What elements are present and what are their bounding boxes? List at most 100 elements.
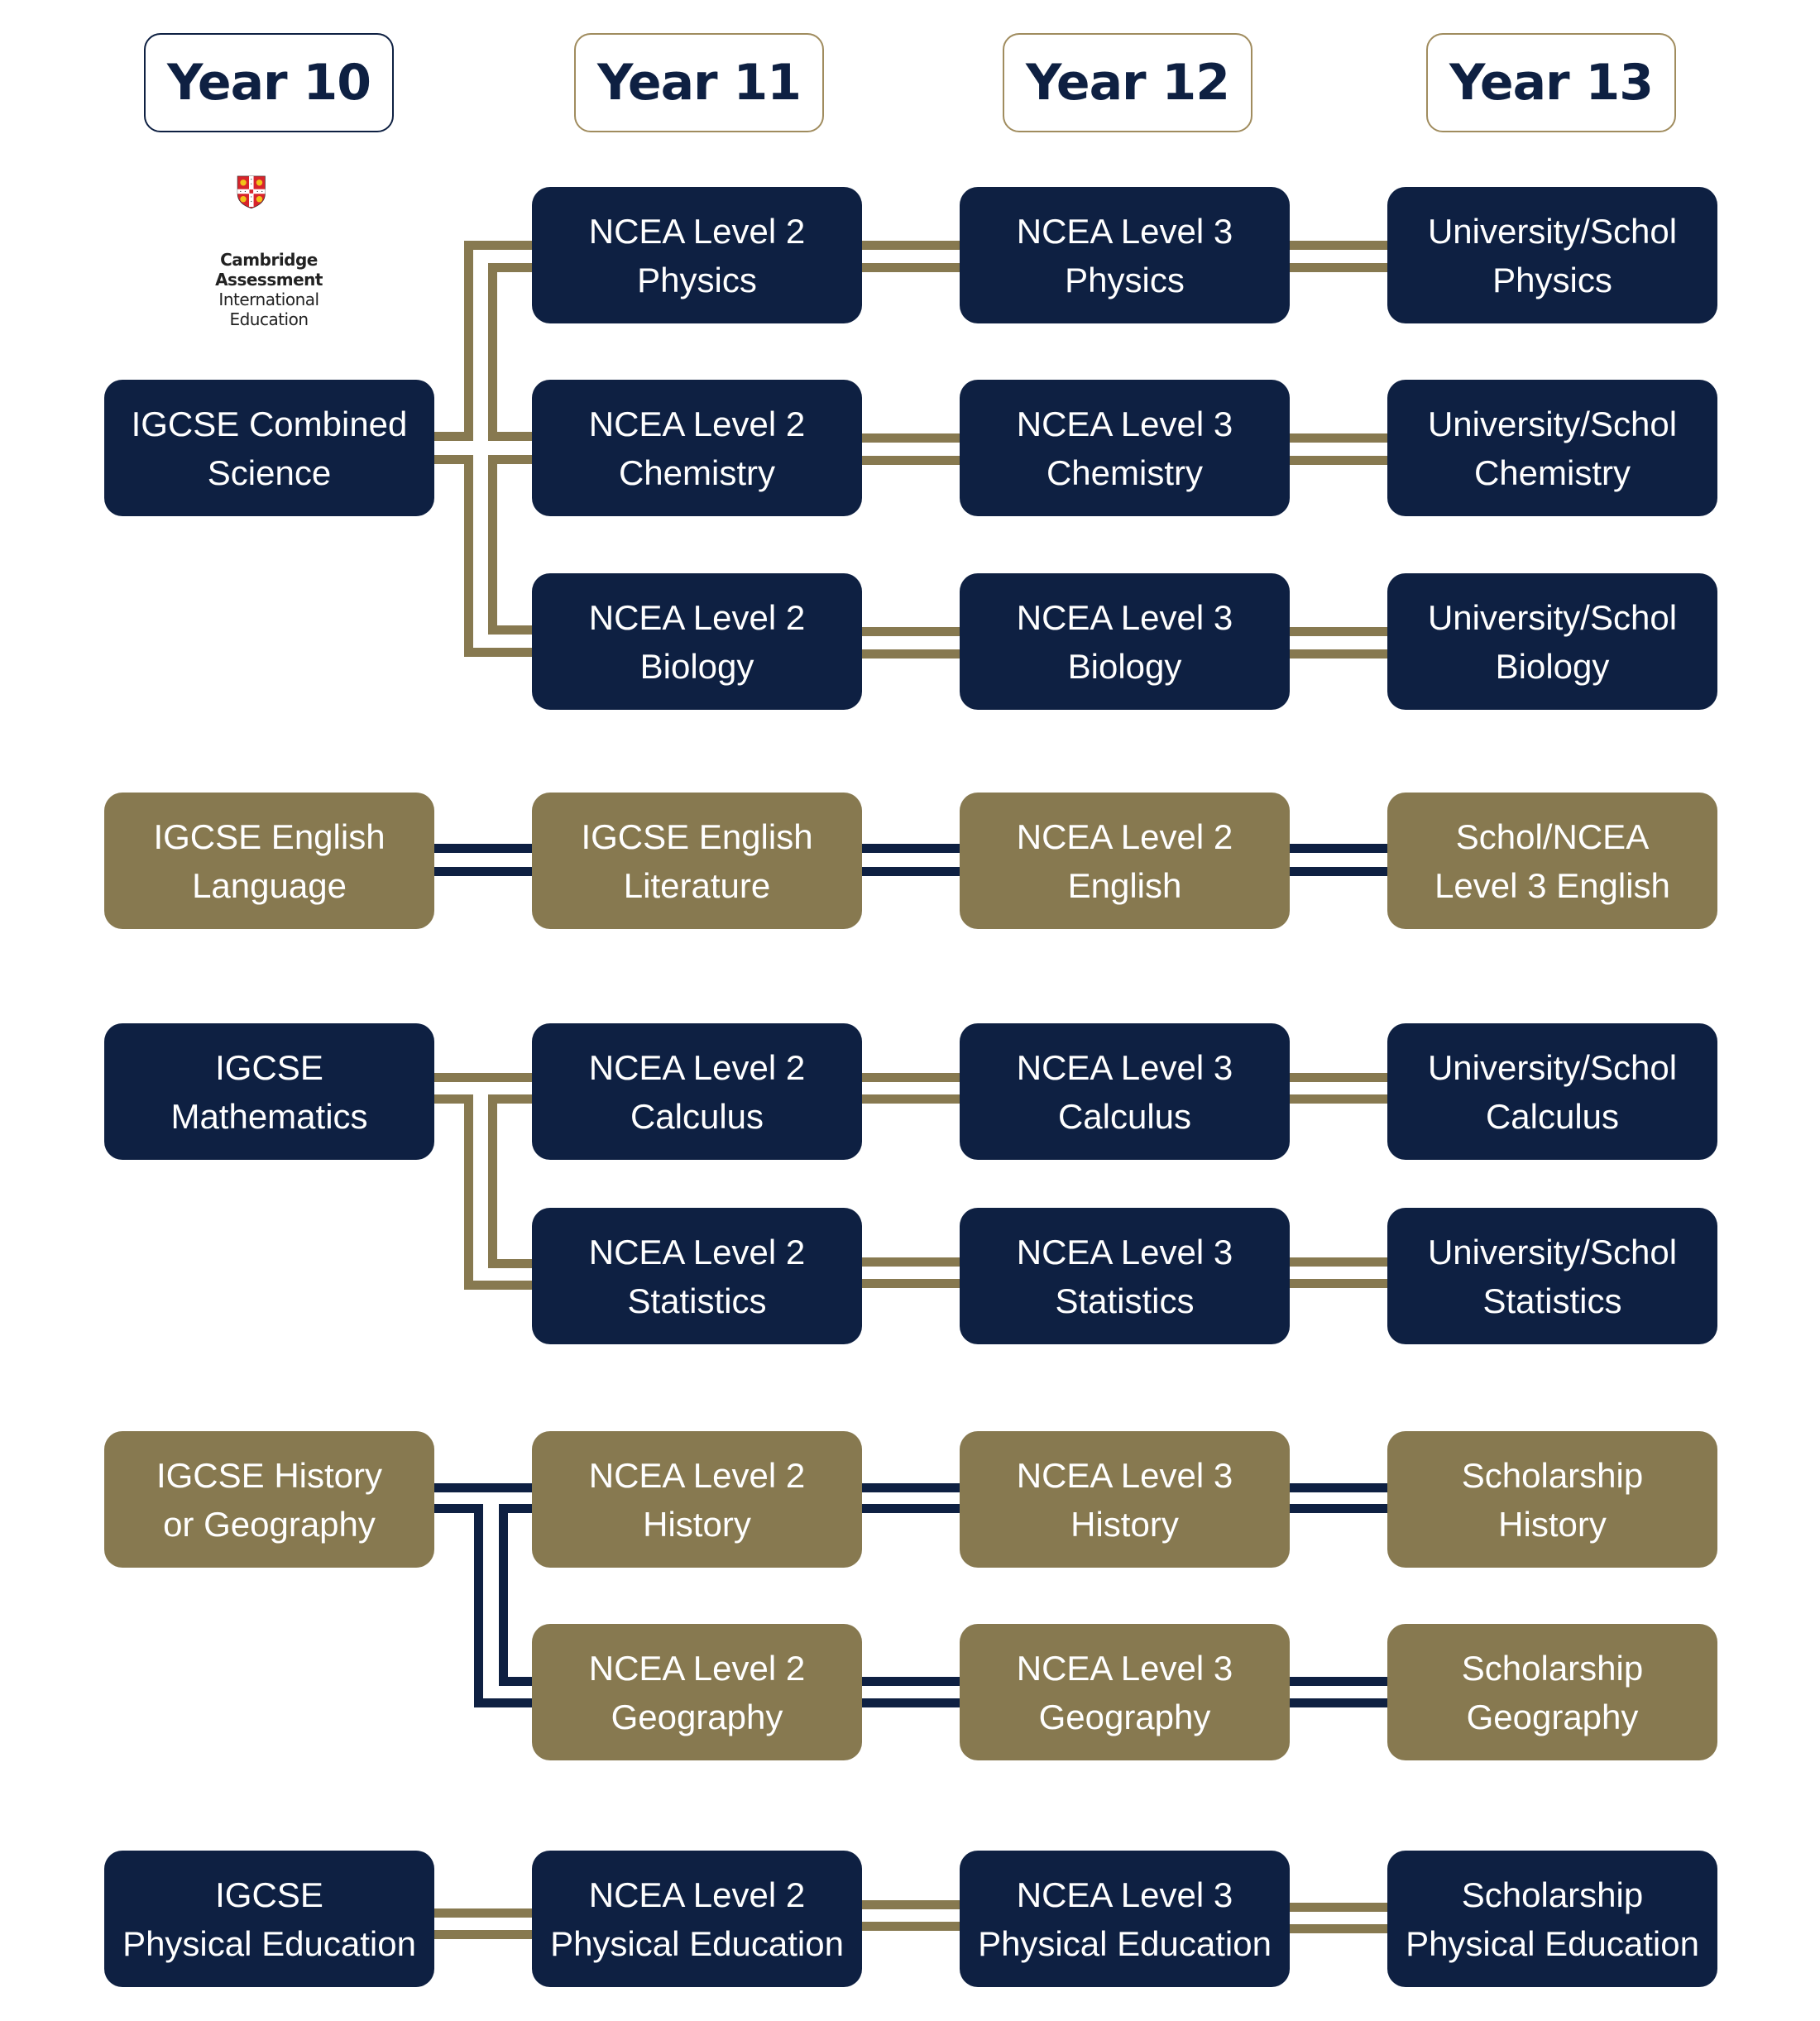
course-ncea-l2-physical-education[interactable]: NCEA Level 2 Physical Education: [532, 1851, 862, 1987]
course-university-schol-biology[interactable]: University/Schol Biology: [1387, 573, 1717, 710]
connector-line: [488, 263, 532, 272]
connector-line: [862, 844, 960, 853]
course-igcse-combined-science[interactable]: IGCSE Combined Science: [104, 380, 434, 516]
connector-line: [499, 1677, 532, 1686]
connector-line: [862, 1073, 960, 1082]
connector-line: [499, 1504, 508, 1686]
connector-line: [862, 1257, 960, 1267]
connector-line: [434, 867, 532, 876]
logo-line: International: [218, 290, 319, 309]
course-ncea-l3-physics[interactable]: NCEA Level 3 Physics: [960, 187, 1290, 323]
connector-line: [862, 263, 960, 272]
connector-line: [434, 1073, 532, 1082]
logo-line: Assessment: [215, 270, 323, 290]
connector-line: [434, 1504, 483, 1513]
connector-line: [488, 1259, 532, 1268]
course-ncea-l3-biology[interactable]: NCEA Level 3 Biology: [960, 573, 1290, 710]
connector-line: [862, 433, 960, 443]
connector-line: [474, 1504, 483, 1707]
connector-line: [464, 1281, 532, 1290]
course-ncea-l2-calculus[interactable]: NCEA Level 2 Calculus: [532, 1023, 862, 1160]
course-ncea-l3-chemistry[interactable]: NCEA Level 3 Chemistry: [960, 380, 1290, 516]
connector-line: [434, 844, 532, 853]
connector-line: [1290, 867, 1387, 876]
course-ncea-l2-statistics[interactable]: NCEA Level 2 Statistics: [532, 1208, 862, 1344]
course-igcse-english-literature[interactable]: IGCSE English Literature: [532, 793, 862, 929]
cambridge-shield-icon: [237, 175, 266, 209]
course-ncea-l2-geography[interactable]: NCEA Level 2 Geography: [532, 1624, 862, 1760]
connector-line: [434, 1930, 532, 1939]
connector-line: [862, 1922, 960, 1931]
course-schol-ncea-l3-english[interactable]: Schol/NCEA Level 3 English: [1387, 793, 1717, 929]
connector-line: [1290, 649, 1387, 659]
connector-line: [488, 1094, 497, 1268]
connector-line: [862, 1504, 960, 1513]
connector-line: [1290, 1504, 1387, 1513]
connector-line: [488, 455, 532, 464]
connector-line: [1290, 1257, 1387, 1267]
connector-line: [1290, 456, 1387, 465]
connector-line: [464, 1094, 473, 1290]
connector-line: [488, 263, 497, 441]
logo-line: Education: [229, 309, 309, 329]
header-year-13: Year 13: [1426, 33, 1676, 132]
connector-line: [1290, 1094, 1387, 1104]
connector-line: [1290, 1073, 1387, 1082]
course-ncea-l2-history[interactable]: NCEA Level 2 History: [532, 1431, 862, 1568]
connector-line: [464, 241, 532, 250]
connector-line: [1290, 1924, 1387, 1933]
connector-line: [488, 625, 532, 635]
course-ncea-l3-physical-education[interactable]: NCEA Level 3 Physical Education: [960, 1851, 1290, 1987]
course-igcse-english-language[interactable]: IGCSE English Language: [104, 793, 434, 929]
connector-line: [434, 1908, 532, 1918]
connector-line: [862, 1279, 960, 1288]
course-ncea-l2-english[interactable]: NCEA Level 2 English: [960, 793, 1290, 929]
connector-line: [862, 867, 960, 876]
connector-line: [862, 1094, 960, 1104]
course-scholarship-history[interactable]: Scholarship History: [1387, 1431, 1717, 1568]
course-university-schol-statistics[interactable]: University/Schol Statistics: [1387, 1208, 1717, 1344]
course-ncea-l3-geography[interactable]: NCEA Level 3 Geography: [960, 1624, 1290, 1760]
connector-line: [488, 1094, 532, 1104]
connector-line: [434, 1094, 473, 1104]
connector-line: [1290, 1483, 1387, 1492]
connector-line: [862, 627, 960, 636]
course-ncea-l2-physics[interactable]: NCEA Level 2 Physics: [532, 187, 862, 323]
course-ncea-l3-calculus[interactable]: NCEA Level 3 Calculus: [960, 1023, 1290, 1160]
connector-line: [1290, 433, 1387, 443]
connector-line: [862, 1677, 960, 1686]
course-scholarship-physical-education[interactable]: Scholarship Physical Education: [1387, 1851, 1717, 1987]
course-university-schol-calculus[interactable]: University/Schol Calculus: [1387, 1023, 1717, 1160]
course-igcse-physical-education[interactable]: IGCSE Physical Education: [104, 1851, 434, 1987]
course-university-schol-chemistry[interactable]: University/Schol Chemistry: [1387, 380, 1717, 516]
cambridge-logo-text: Cambridge Assessment International Educa…: [182, 250, 356, 329]
connector-line: [1290, 241, 1387, 250]
course-ncea-l3-statistics[interactable]: NCEA Level 3 Statistics: [960, 1208, 1290, 1344]
connector-line: [1290, 627, 1387, 636]
connector-line: [1290, 1279, 1387, 1288]
course-university-schol-physics[interactable]: University/Schol Physics: [1387, 187, 1717, 323]
connector-line: [862, 241, 960, 250]
connector-line: [464, 648, 532, 657]
course-ncea-l2-biology[interactable]: NCEA Level 2 Biology: [532, 573, 862, 710]
course-igcse-history-or-geography[interactable]: IGCSE History or Geography: [104, 1431, 434, 1568]
connector-line: [464, 241, 473, 441]
connector-line: [862, 649, 960, 659]
course-igcse-mathematics[interactable]: IGCSE Mathematics: [104, 1023, 434, 1160]
course-ncea-l3-history[interactable]: NCEA Level 3 History: [960, 1431, 1290, 1568]
logo-line: Cambridge: [220, 250, 318, 270]
connector-line: [862, 1483, 960, 1492]
header-year-11: Year 11: [574, 33, 824, 132]
connector-line: [1290, 1903, 1387, 1912]
connector-line: [488, 432, 532, 441]
course-scholarship-geography[interactable]: Scholarship Geography: [1387, 1624, 1717, 1760]
connector-line: [434, 1483, 532, 1492]
connector-line: [862, 1900, 960, 1909]
connector-line: [862, 1698, 960, 1707]
course-ncea-l2-chemistry[interactable]: NCEA Level 2 Chemistry: [532, 380, 862, 516]
connector-line: [1290, 263, 1387, 272]
connector-line: [1290, 1677, 1387, 1686]
connector-line: [474, 1698, 532, 1707]
connector-line: [488, 455, 497, 635]
header-year-10: Year 10: [144, 33, 394, 132]
